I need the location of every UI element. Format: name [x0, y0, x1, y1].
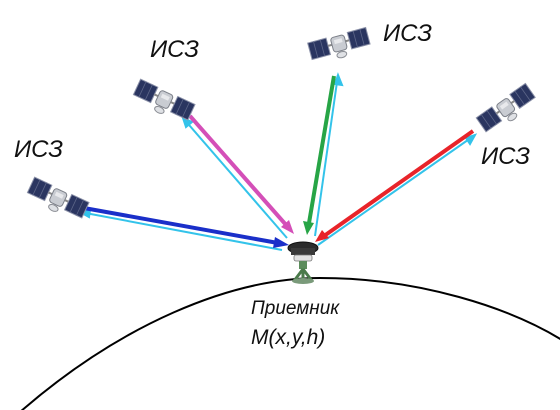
signal-satellite-3: [307, 75, 336, 224]
satellite-label: ИСЗ: [481, 143, 530, 170]
return-signals: [77, 72, 478, 251]
satellite-label: ИСЗ: [14, 136, 63, 163]
return-signal-satellite-4: [317, 134, 476, 246]
signal-arrowhead-satellite-3: [303, 221, 314, 235]
main-signals: [83, 75, 475, 248]
satellite-label: ИСЗ: [150, 36, 199, 63]
signal-arrowhead-satellite-2: [281, 220, 294, 234]
satellite-icon: [299, 7, 381, 86]
satellite-label: ИСЗ: [383, 20, 432, 47]
signal-arrowhead-satellite-1: [273, 237, 289, 248]
receiver-label: Приемник: [251, 298, 340, 319]
return-arrowhead-satellite-3: [333, 72, 344, 87]
signal-satellite-4: [322, 129, 475, 238]
satellite-icon: [470, 69, 545, 151]
satellite-icon: [23, 176, 90, 225]
return-arrowhead-satellite-4: [464, 133, 478, 146]
return-signal-satellite-3: [314, 74, 339, 237]
signal-satellite-1: [83, 206, 279, 245]
return-signal-satellite-2: [182, 117, 288, 239]
gnss-receiver-icon: [287, 241, 319, 284]
return-signal-satellite-1: [79, 211, 283, 251]
earth-surface-curve: [20, 276, 560, 410]
signal-satellite-2: [188, 114, 289, 228]
receiver-coordinates-label: M(x,y,h): [251, 326, 326, 349]
satellite-icon: [129, 78, 196, 127]
signal-arrowhead-satellite-4: [315, 230, 329, 242]
